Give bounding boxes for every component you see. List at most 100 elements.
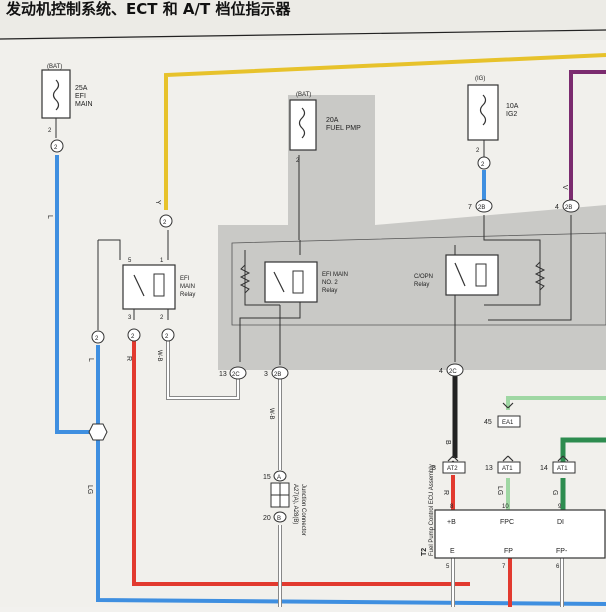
connector-14-at1-pin: 14	[540, 465, 548, 472]
connector-4-2b-pin: 4	[555, 204, 559, 211]
relay-efi-main-switch	[133, 274, 145, 297]
junction-a-pin: 15	[263, 474, 271, 481]
fuse-ig2-name: IG2	[506, 111, 517, 118]
relay-c-opn: C/OPN Relay	[414, 254, 546, 296]
relay-c-opn-box	[445, 254, 499, 296]
junction-label1: A27(A), A28(B)	[292, 484, 298, 524]
connector-4-2b-id: 2B	[565, 205, 572, 211]
relay-block-outline	[231, 232, 606, 326]
relay-efi-main-no2-name1: EFI MAIN	[322, 272, 348, 278]
relay-efi-main-pin2: 2	[160, 315, 164, 321]
relay-efi-main: 5 1 3 2 EFI MAIN Relay	[122, 258, 195, 321]
relay-efi-main-no2: EFI MAIN NO. 2 Relay	[239, 261, 348, 303]
junction-a-id: A	[277, 475, 281, 481]
connector-3-2b-id: 2B	[274, 372, 281, 378]
relay-efi-main-coil	[153, 273, 165, 297]
page-title: 发动机控制系统、ECT 和 A/T 档位指示器	[5, 0, 291, 18]
fuse-ig2-source: (IG)	[475, 76, 485, 82]
fuse-ig2-rating: 10A	[506, 103, 519, 110]
fuse-fuel-pmp-source: (BAT)	[296, 92, 311, 98]
relay-efi-main-no2-name3: Relay	[322, 288, 337, 294]
connector-45-ea1-id: EA1	[502, 420, 514, 426]
connector-3-2b	[271, 366, 289, 380]
wire-label-b: B	[444, 440, 451, 445]
connector-4-2c-id: 2C	[449, 369, 457, 375]
connector-14-at1-id: AT1	[557, 466, 568, 472]
relay-efi-main-no2-box	[264, 261, 318, 303]
connector-3-2b-pin: 3	[264, 371, 268, 378]
fuse-fuel-pmp-pin: 2	[296, 158, 300, 164]
fuse-fuel-pmp-box	[289, 99, 317, 151]
header-band	[0, 0, 606, 40]
relay-c-opn-switch	[454, 262, 466, 287]
connector-7-2b	[475, 199, 493, 213]
relay-circuit-lines	[97, 155, 572, 365]
relay-efi-main-name2: MAIN	[180, 284, 195, 290]
chevron-at2-icon	[447, 455, 459, 467]
relay-efi-main-no2-coil	[292, 270, 304, 294]
ecu-id: T2	[421, 548, 428, 556]
connector-45-ea1-pin: 45	[484, 419, 492, 426]
relay-efi-main-name3: Relay	[180, 292, 195, 298]
fuse-efi-main-pin: 2	[48, 128, 52, 134]
ecu-box	[434, 509, 606, 559]
fuel-pump-ecu: T2 Fuel Pump Control ECU Assembly 8 10 9…	[421, 464, 606, 570]
ecu-pin-top-2: FPC	[500, 519, 514, 526]
connector-13-2c-id: 2C	[232, 372, 240, 378]
junction-a-marker	[273, 470, 287, 482]
junction-b-marker	[273, 511, 287, 523]
ecu-pin-top-3: DI	[557, 519, 564, 526]
fuse-efi-main-name1: EFI	[75, 93, 86, 100]
fuse-ig2-symbol	[479, 94, 487, 126]
connector-14-at1	[552, 461, 576, 474]
connector-mid1-2	[127, 328, 141, 342]
connector-efi-main-2-label: 2	[54, 145, 58, 151]
connector-ig2-2	[477, 156, 491, 170]
relay-efi-main-no2-resistor	[239, 264, 251, 294]
relay-efi-main-no2-name2: NO. 2	[322, 280, 338, 286]
connector-7-2b-id: 2B	[478, 205, 485, 211]
wire-label-g: G	[551, 490, 558, 495]
fuse-ig2-box	[467, 84, 499, 141]
wire-label-wb: W-B	[156, 350, 162, 362]
connector-8-at2-id: AT2	[447, 466, 458, 472]
connector-13-at1-id: AT1	[502, 466, 513, 472]
wire-lg-ea1	[506, 396, 606, 410]
connector-y-2	[159, 214, 173, 228]
ecu-pin-top-num-2: 10	[502, 504, 509, 510]
chevron-connectors: EA1 45 AT2 8 AT1 13 AT1 14	[432, 402, 576, 474]
connector-7-2b-pin: 7	[468, 204, 472, 211]
connector-4-2b	[562, 199, 580, 213]
title-rule	[0, 29, 606, 40]
ecu-pin-top-1: +B	[447, 519, 456, 526]
chevron-at1b-icon	[557, 455, 569, 462]
fuse-efi-main-symbol	[52, 79, 60, 111]
fuse-efi-main-box	[41, 69, 71, 119]
connector-13-2c-pin: 13	[219, 371, 227, 378]
junction-b-pin: 20	[263, 515, 271, 522]
relay-efi-main-box	[122, 264, 176, 310]
relay-efi-main-pin3: 3	[128, 315, 132, 321]
connector-ig2-2-label: 2	[481, 162, 485, 168]
relay-c-opn-coil	[475, 263, 487, 287]
relay-c-opn-name2: Relay	[414, 282, 429, 288]
connector-markers: 2 2 2 2 2 2 2C 13 2B 3 2B 7 2B 4 2C 4	[50, 139, 580, 380]
wire-g	[560, 437, 606, 470]
wire-label-y: Y	[154, 200, 161, 205]
connector-8-at2-pin: 8	[432, 465, 436, 472]
fuse-efi-main-source: (BAT)	[47, 64, 62, 70]
connector-8-at2	[442, 461, 466, 474]
relay-efi-main-pin1: 1	[160, 258, 164, 264]
chevron-ea1-icon	[502, 402, 514, 409]
connector-mid2-2	[161, 328, 175, 342]
fuse-fuel-pmp-symbol	[298, 107, 306, 139]
wire-label-v: V	[561, 185, 568, 190]
ecu-pin-bot-1: E	[450, 548, 455, 555]
connector-y-2-label: 2	[163, 220, 167, 226]
fuse-fuel-pmp-name: FUEL PMP	[326, 125, 361, 132]
ecu-pin-bot-num-3: 6	[556, 564, 560, 570]
connector-left-2-label: 2	[95, 336, 99, 342]
ecu-pin-bot-num-1: 5	[446, 564, 450, 570]
connector-efi-main-2	[50, 139, 64, 153]
